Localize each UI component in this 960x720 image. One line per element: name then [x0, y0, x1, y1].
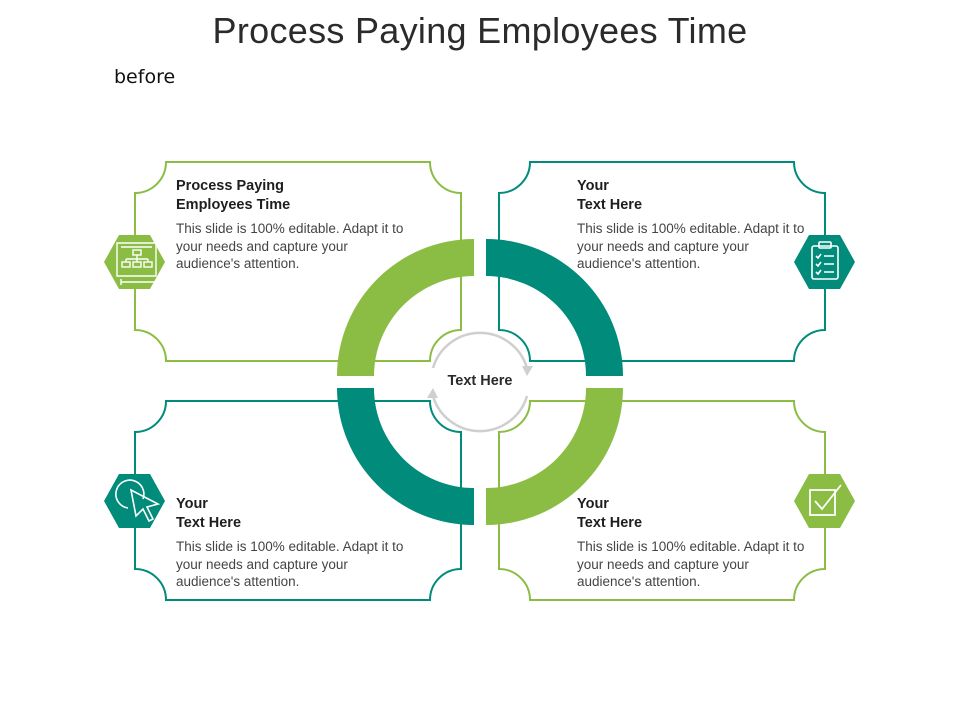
block-heading: Your Text Here [176, 496, 242, 531]
ring-segment-bottom-left [337, 388, 474, 525]
block-top-right: Your Text Here This slide is 100% editab… [577, 177, 805, 273]
cursor-click-icon [104, 474, 165, 528]
block-bottom-left: Your Text Here This slide is 100% editab… [176, 495, 404, 591]
block-body: This slide is 100% editable. Adapt it to… [176, 539, 404, 589]
block-body: This slide is 100% editable. Adapt it to… [176, 221, 404, 271]
slide-title: Process Paying Employees Time [212, 10, 748, 51]
ring-segment-top-left [337, 239, 474, 376]
subtitle: before [114, 66, 176, 88]
block-heading: Your Text Here [577, 178, 643, 213]
flowchart-document-icon [104, 235, 165, 289]
frame-top-right [498, 161, 826, 362]
block-body: This slide is 100% editable. Adapt it to… [577, 221, 805, 271]
block-top-left: Process Paying Employees Time This slide… [176, 177, 404, 273]
cycle-arrows-icon [427, 331, 533, 433]
center-label: Text Here [447, 373, 513, 389]
block-heading: Process Paying Employees Time [176, 178, 291, 213]
block-bottom-right: Your Text Here This slide is 100% editab… [577, 495, 805, 591]
ring-segment-top-right [486, 239, 623, 376]
frame-bottom-left [134, 400, 462, 601]
frame-bottom-right [498, 400, 826, 601]
ring-segment-bottom-right [486, 388, 623, 525]
block-body: This slide is 100% editable. Adapt it to… [577, 539, 805, 589]
block-heading: Your Text Here [577, 496, 643, 531]
checkbox-icon [794, 474, 855, 528]
clipboard-checklist-icon [794, 235, 855, 289]
frame-top-left [134, 161, 462, 362]
